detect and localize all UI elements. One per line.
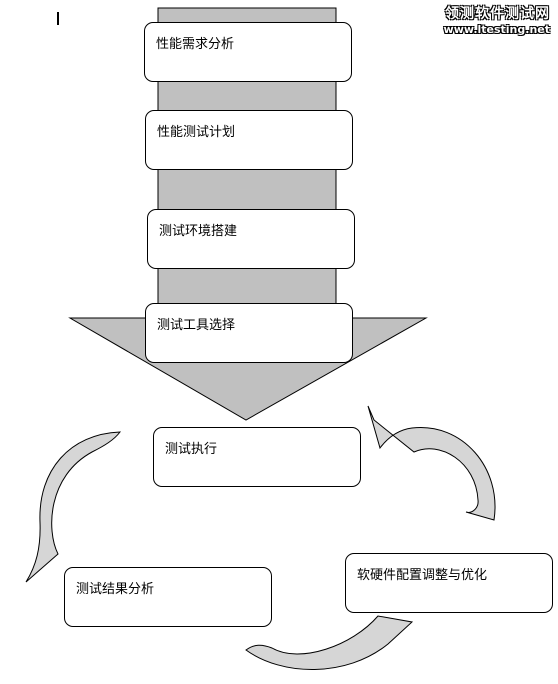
- watermark-url: www.ltesting.net: [443, 23, 550, 36]
- step-test-result-analysis: 测试结果分析: [64, 567, 272, 627]
- step-label: 性能测试计划: [157, 125, 236, 140]
- step-test-execution: 测试执行: [153, 427, 361, 487]
- step-label: 性能需求分析: [156, 37, 235, 52]
- curved-arrow-left: [25, 431, 122, 583]
- step-test-environment-setup: 测试环境搭建: [147, 209, 355, 269]
- step-label: 测试执行: [165, 442, 218, 457]
- text-cursor-mark: [57, 12, 59, 25]
- step-label: 测试结果分析: [76, 582, 155, 597]
- step-performance-test-plan: 性能测试计划: [145, 110, 353, 170]
- watermark-site-name: 领测软件测试网: [445, 6, 550, 22]
- step-performance-requirements-analysis: 性能需求分析: [144, 22, 352, 82]
- curved-arrow-right: [367, 405, 496, 521]
- step-test-tool-selection: 测试工具选择: [145, 303, 353, 363]
- step-label: 软硬件配置调整与优化: [357, 568, 488, 583]
- site-watermark: 领测软件测试网 www.ltesting.net: [444, 6, 550, 38]
- step-hardware-software-tuning: 软硬件配置调整与优化: [345, 553, 553, 613]
- step-label: 测试环境搭建: [159, 224, 238, 239]
- curved-arrow-bottom: [245, 615, 414, 670]
- step-label: 测试工具选择: [157, 318, 236, 333]
